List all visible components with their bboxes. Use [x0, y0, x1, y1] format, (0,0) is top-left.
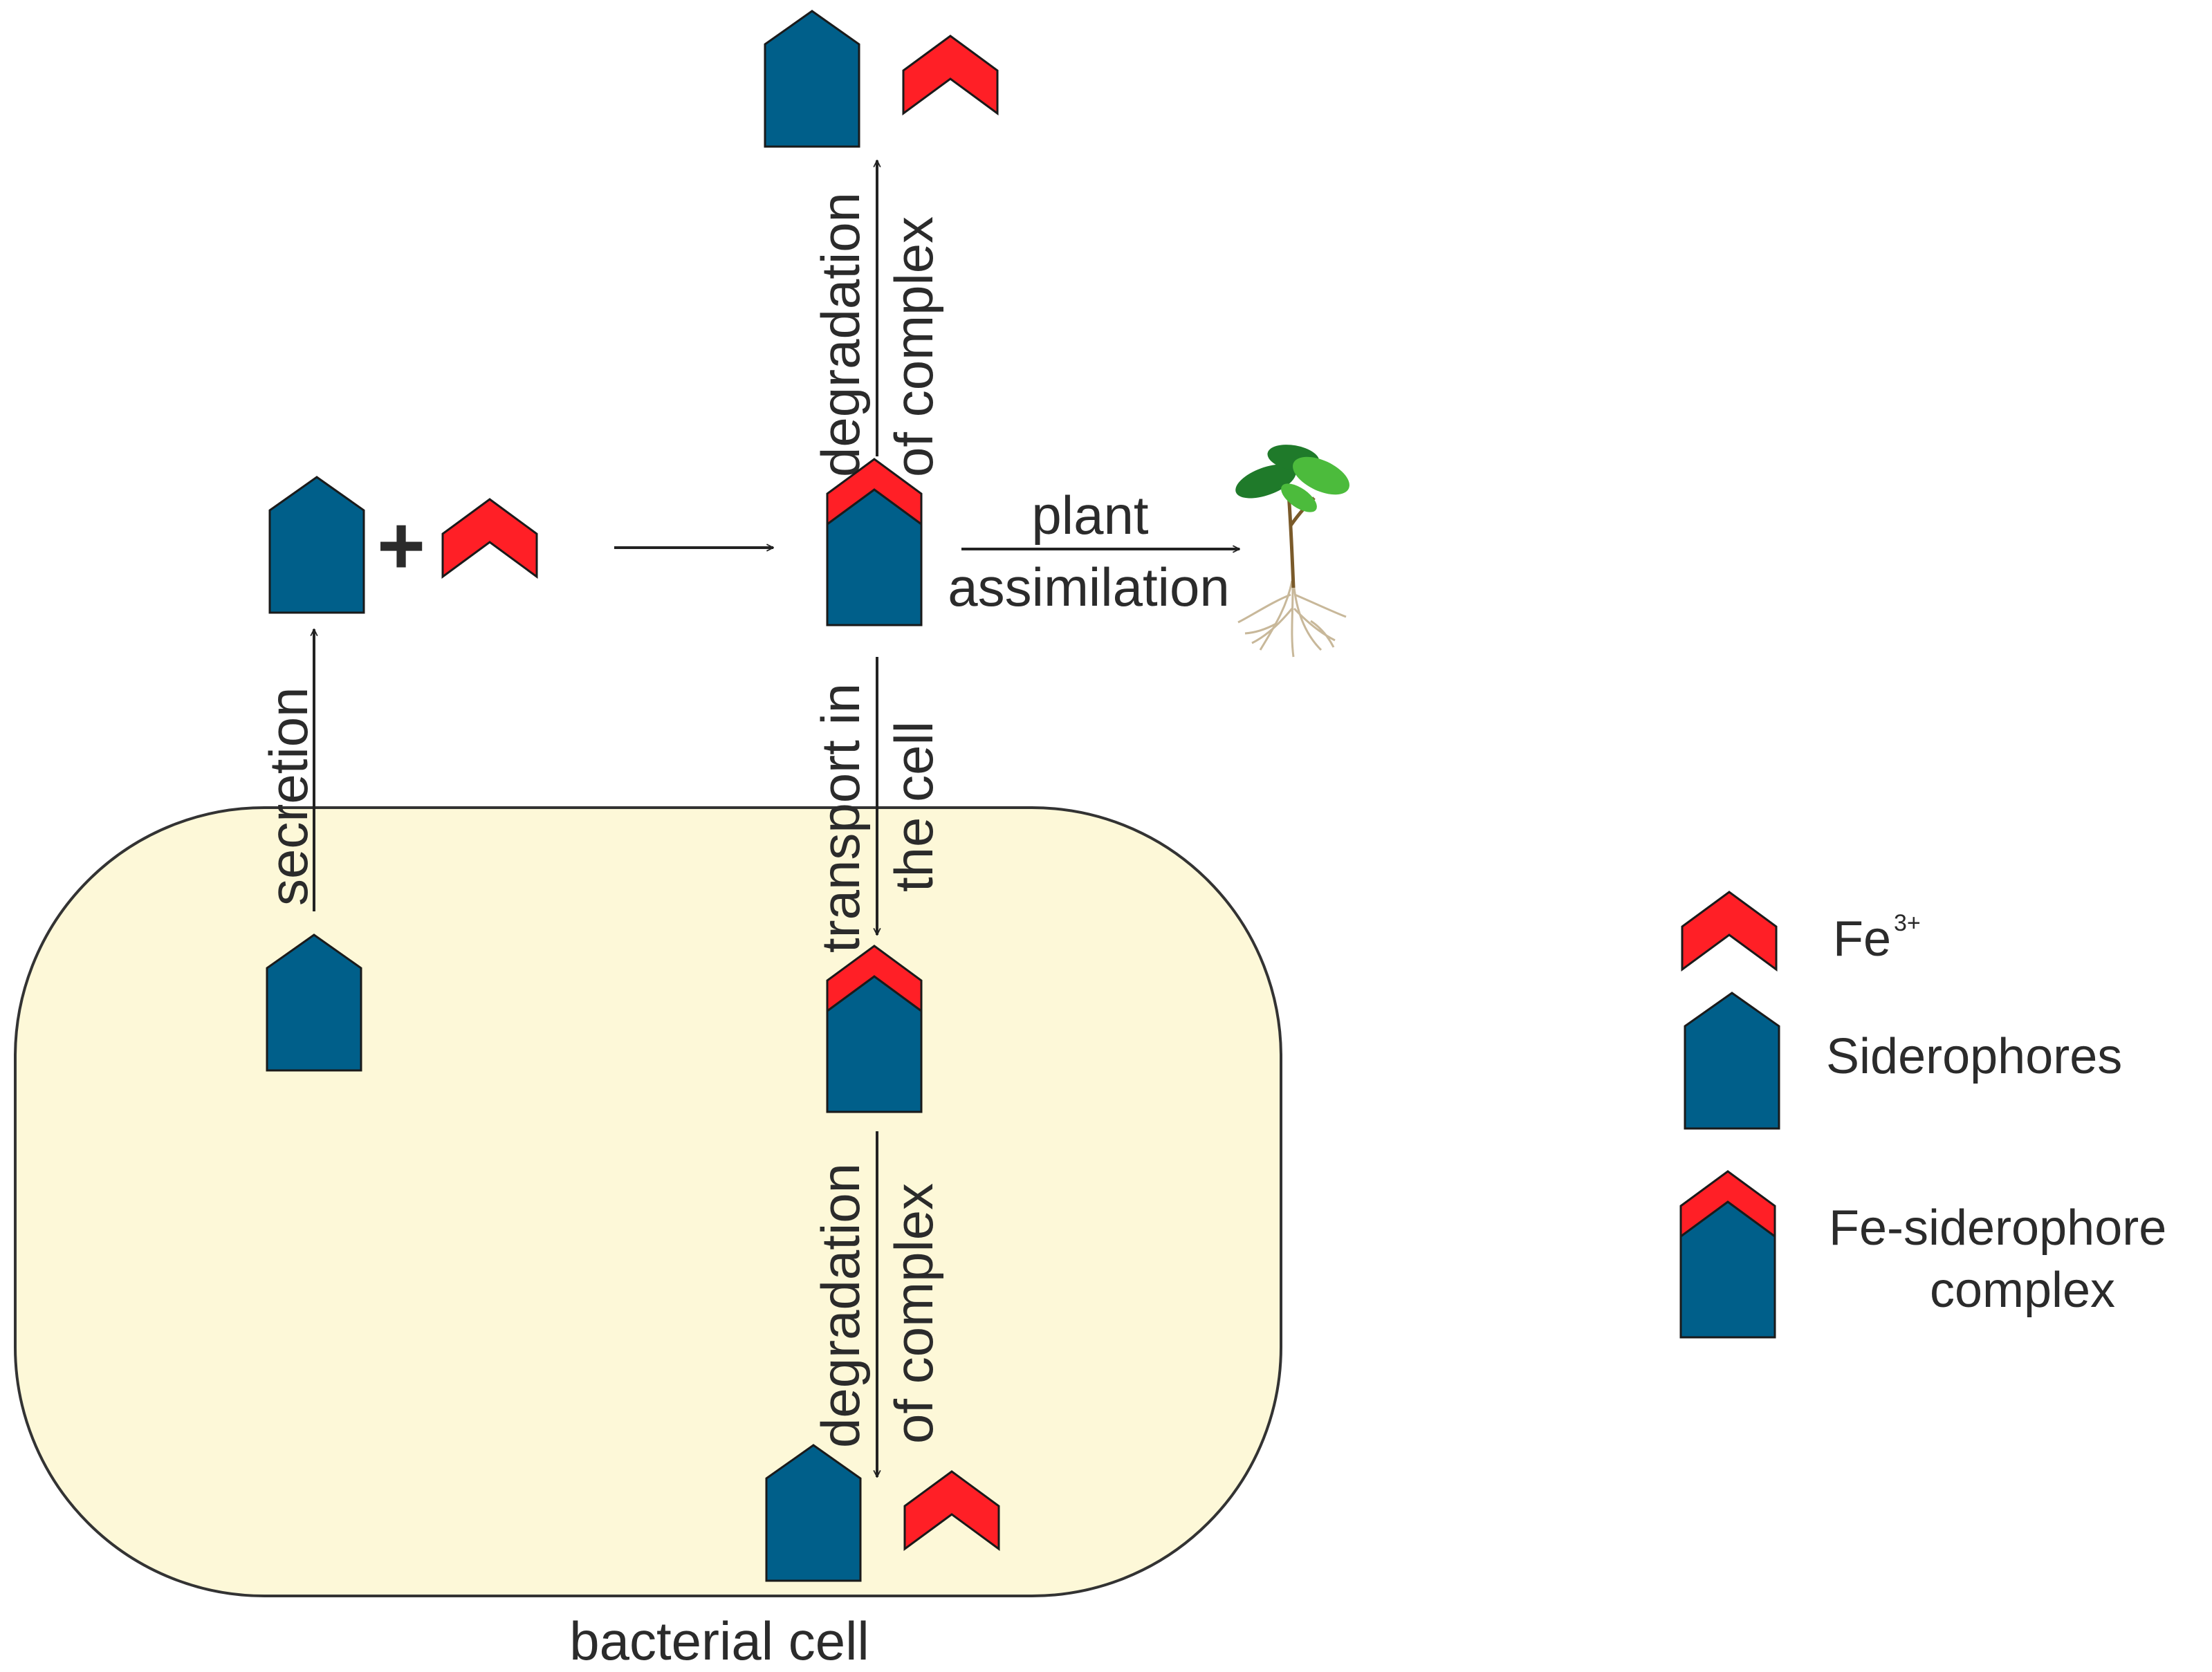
- plant-label: plant: [1031, 485, 1148, 546]
- iron-ion-icon: [903, 1470, 1000, 1551]
- degradation-bottom-label-line1: degradation: [810, 1163, 871, 1448]
- transport-label-line2: the cell: [883, 721, 944, 892]
- iron-ion-icon: [441, 498, 538, 579]
- plant-icon: [1235, 445, 1349, 658]
- fe-siderophore-complex-icon: [826, 945, 923, 1113]
- iron-ion-icon: [902, 35, 999, 115]
- assimilation-label: assimilation: [948, 557, 1229, 617]
- legend-complex-label-line1: Fe-siderophore: [1829, 1200, 2166, 1256]
- siderophore-icon: [765, 1444, 862, 1582]
- bacterial-cell: [14, 806, 1282, 1597]
- siderophore-icon: [268, 476, 365, 614]
- degradation-top-label-line1: degradation: [810, 192, 871, 477]
- legend-fe-siderophore-complex-icon: [1679, 1170, 1776, 1339]
- legend-siderophores-label: Siderophores: [1826, 1029, 2122, 1084]
- degradation-top-label-line2: of complex: [883, 216, 944, 477]
- legend: Fe 3+ Siderophores Fe-siderophore comple…: [1679, 891, 2166, 1339]
- legend-iron-ion-icon: [1681, 891, 1778, 972]
- legend-fe-superscript: 3+: [1894, 910, 1921, 936]
- secretion-label: secretion: [258, 687, 319, 907]
- plus-sign: +: [377, 499, 425, 592]
- legend-complex-label-line2: complex: [1930, 1263, 2115, 1318]
- degradation-bottom-label-line2: of complex: [883, 1183, 944, 1444]
- legend-siderophore-icon: [1684, 992, 1780, 1130]
- transport-label-line1: transport in: [810, 683, 871, 953]
- legend-fe-label: Fe: [1833, 911, 1891, 967]
- fe-siderophore-complex-icon: [826, 458, 923, 626]
- siderophore-icon: [764, 10, 860, 148]
- bacterial-cell-label: bacterial cell: [569, 1610, 869, 1671]
- siderophore-icon: [266, 933, 362, 1072]
